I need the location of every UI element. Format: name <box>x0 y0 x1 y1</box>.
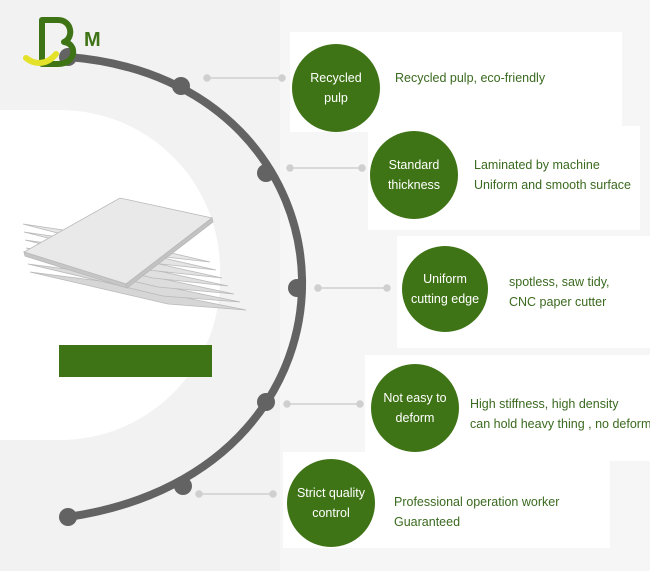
description-line: Laminated by machine <box>474 158 600 172</box>
timeline-nodes <box>59 48 306 526</box>
feature-badge-not-easy-to-deform: Not easy to deform <box>371 364 459 452</box>
badge-title-line: Strict quality <box>296 486 366 500</box>
feature-description-5: Professional operation worker Guaranteed <box>394 492 559 532</box>
timeline-node-3 <box>288 279 306 297</box>
description-line: Professional operation worker <box>394 495 560 509</box>
feature-description-3: spotless, saw tidy, CNC paper cutter <box>509 272 610 312</box>
feature-description-2: Laminated by machine Uniform and smooth … <box>474 155 631 195</box>
timeline-node-4 <box>257 393 275 411</box>
feature-badge-uniform-cutting-edge: Uniform cutting edge <box>402 246 488 332</box>
timeline-node-5 <box>174 477 192 495</box>
description-line: spotless, saw tidy, <box>509 275 610 289</box>
connector-lines <box>195 74 391 498</box>
logo-letter: M <box>84 29 101 51</box>
logo-mark-icon: M <box>23 17 101 67</box>
badge-title-line: Not easy to <box>383 391 447 405</box>
feature-description-1: Recycled pulp, eco-friendly <box>395 68 545 88</box>
feature-badge-recycled-pulp: Recycled pulp <box>292 44 380 132</box>
timeline-node-1 <box>172 77 190 95</box>
badge-title-line: Standard <box>388 158 440 172</box>
description-line: Uniform and smooth surface <box>474 178 632 192</box>
timeline-node-end <box>59 508 77 526</box>
description-line: Recycled pulp, eco-friendly <box>395 71 546 85</box>
description-line: CNC paper cutter <box>509 295 607 309</box>
feature-badge-strict-quality-control: Strict quality control <box>287 459 375 547</box>
badge-title-line: deform <box>395 411 435 425</box>
brand-logo: M <box>22 14 112 74</box>
product-image <box>22 197 247 311</box>
description-line: High stiffness, high density <box>470 397 619 411</box>
badge-title-line: thickness <box>387 178 441 192</box>
feature-description-4: High stiffness, high density can hold he… <box>470 394 650 434</box>
feature-badge-standard-thickness: Standard thickness <box>370 131 458 219</box>
badge-title-line: pulp <box>324 91 348 105</box>
timeline-node-2 <box>257 164 275 182</box>
badge-title-line: cutting edge <box>410 292 480 306</box>
description-line: can hold heavy thing , no deform <box>470 417 650 431</box>
description-line: Guaranteed <box>394 515 461 529</box>
badge-title-line: Uniform <box>423 272 467 286</box>
product-label-bar <box>59 345 212 377</box>
badge-title-line: Recycled <box>310 71 362 85</box>
badge-title-line: control <box>312 506 350 520</box>
